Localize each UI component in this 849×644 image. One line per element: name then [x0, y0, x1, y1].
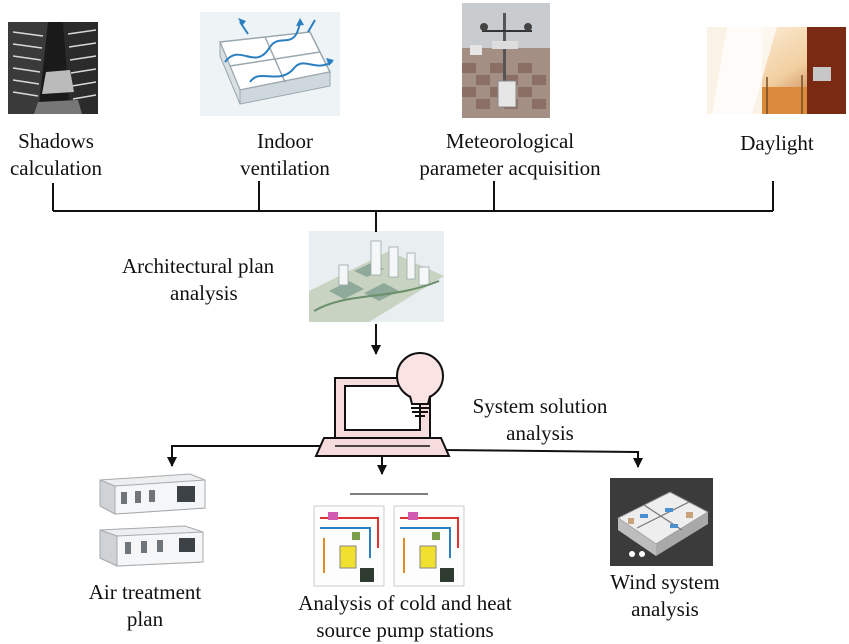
label-daylight: Daylight [722, 130, 832, 157]
label-air-treatment: Air treatment plan [70, 579, 220, 633]
air-treatment-image [95, 462, 210, 574]
lightbulb-icon [396, 352, 444, 417]
label-line: parameter acquisition [419, 156, 601, 180]
label-line: Meteorological [445, 129, 575, 153]
label-line: Analysis of cold and heat [298, 591, 512, 615]
label-meteorological-acquisition: Meteorological parameter acquisition [395, 128, 625, 182]
label-line: analysis [506, 421, 574, 445]
label-line: calculation [9, 156, 103, 180]
label-line: Shadows [18, 129, 94, 153]
label-line: System solution [472, 394, 608, 418]
label-line: Architectural plan [122, 254, 275, 278]
label-pump-stations: Analysis of cold and heat source pump st… [270, 590, 540, 644]
architectural-plan-image [309, 231, 444, 322]
daylight-photo [707, 27, 846, 114]
label-architectural-plan: Architectural plan analysis [100, 253, 300, 307]
label-wind-system: Wind system analysis [585, 569, 745, 623]
system-to-wind-arrow [441, 449, 643, 468]
wind-system-image [610, 478, 713, 566]
label-line: ventilation [240, 156, 330, 180]
pump-station-image [310, 488, 468, 591]
label-line: analysis [170, 281, 238, 305]
label-line: Daylight [740, 131, 814, 155]
label-line: source pump stations [316, 618, 494, 642]
system-to-air-arrow [167, 445, 322, 467]
label-line: Wind system [610, 570, 720, 594]
weather-station-photo [462, 3, 550, 118]
label-system-solution: System solution analysis [450, 393, 630, 447]
label-indoor-ventilation: Indoor ventilation [210, 128, 360, 182]
label-line: analysis [631, 597, 699, 621]
laptop-icon [314, 377, 451, 457]
shadows-photo [8, 22, 98, 114]
label-line: Air treatment [88, 580, 202, 604]
ventilation-image [200, 12, 340, 116]
label-line: plan [126, 607, 164, 631]
label-shadows-calculation: Shadows calculation [0, 128, 112, 182]
label-line: Indoor [257, 129, 313, 153]
